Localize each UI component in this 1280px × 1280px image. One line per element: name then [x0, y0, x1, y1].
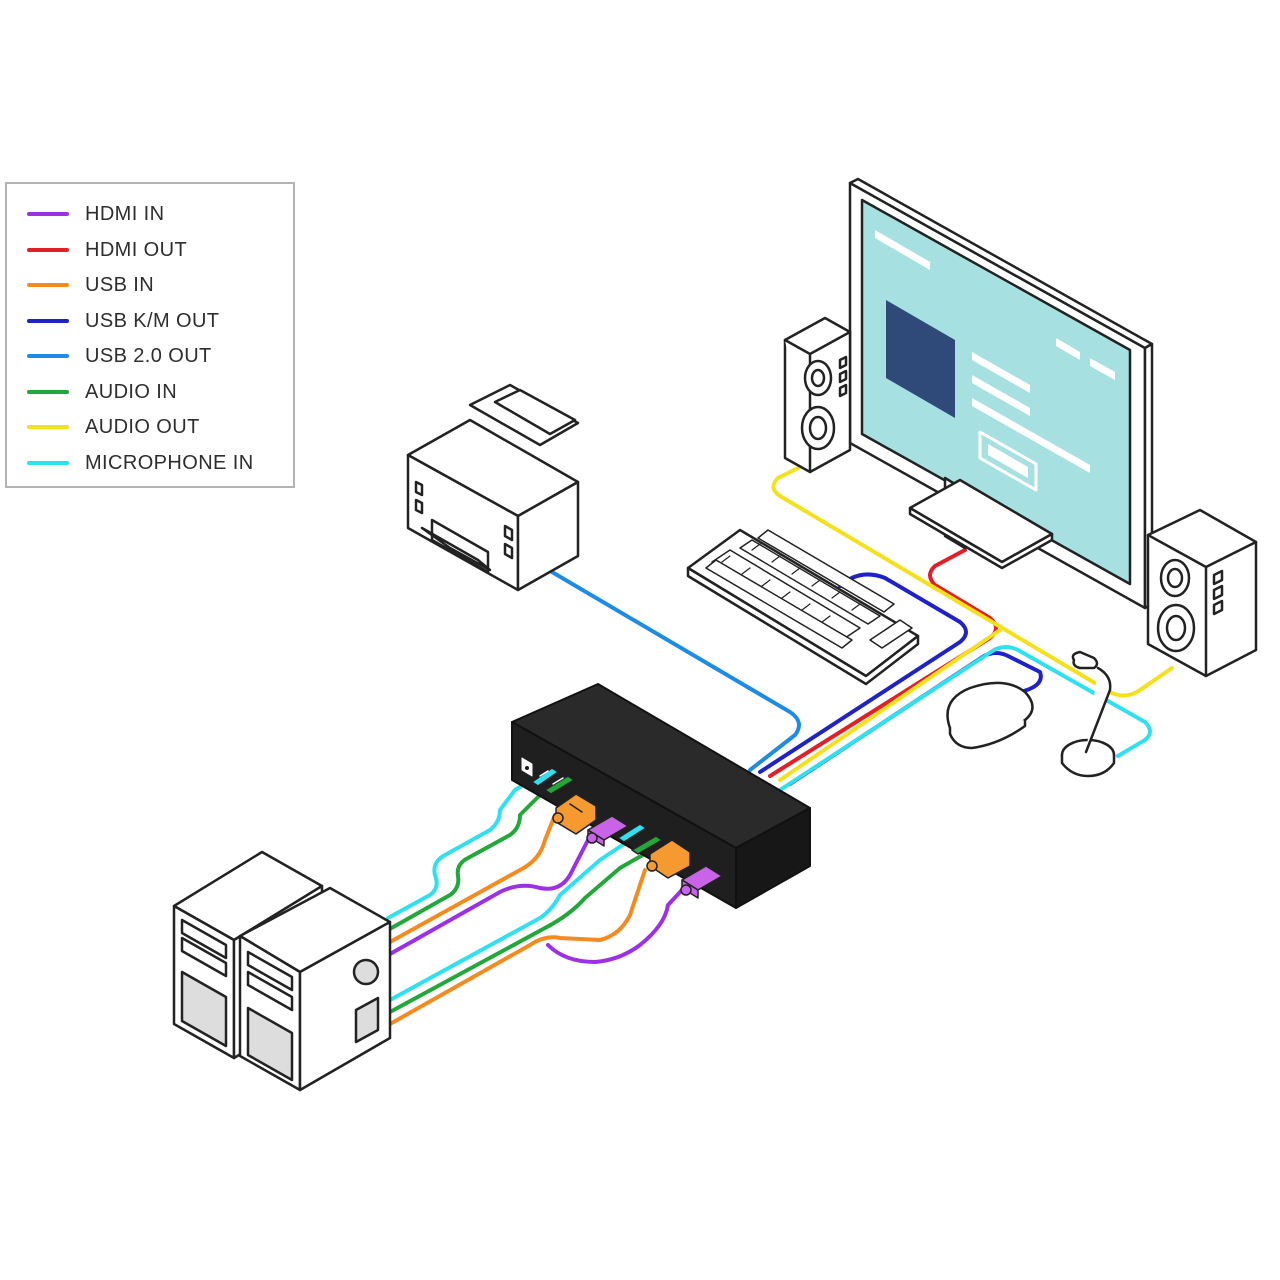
- mouse: [946, 681, 1034, 750]
- legend-label: USB 2.0 OUT: [85, 344, 212, 367]
- legend-label: AUDIO IN: [85, 380, 178, 403]
- legend-swatch: [27, 319, 69, 323]
- screen-ui-elements: [875, 230, 1115, 492]
- legend-item-hdmi-in: HDMI IN: [27, 202, 164, 226]
- cable-hdmi-in-pc2: [546, 888, 684, 964]
- cable-usb-in-pc2: [388, 868, 647, 1026]
- cable-usb20-out-printer: [550, 570, 801, 772]
- cable-audio-out-speakers: [771, 460, 1174, 782]
- cable-legend: HDMI IN HDMI OUT USB IN USB K/M OUT USB …: [5, 182, 295, 488]
- cable-hdmi-in-pc1: [388, 838, 590, 956]
- microphone: [1060, 650, 1116, 778]
- legend-item-usb-in: USB IN: [27, 273, 154, 297]
- legend-label: MICROPHONE IN: [85, 451, 254, 474]
- cable-microphone-in: [778, 645, 1152, 792]
- legend-item-microphone-in: MICROPHONE IN: [27, 451, 254, 475]
- cable-audio-in-pc1: [386, 783, 567, 932]
- speaker-left: [783, 316, 852, 474]
- kvm-switch: [511, 683, 811, 909]
- legend-swatch: [27, 461, 69, 465]
- legend-swatch: [27, 354, 69, 358]
- legend-swatch: [27, 212, 69, 216]
- speaker-right: [1146, 508, 1258, 678]
- legend-item-hdmi-out: HDMI OUT: [27, 238, 187, 262]
- legend-swatch: [27, 248, 69, 252]
- printer: [406, 383, 580, 592]
- cable-usbkm-out-keyboard: [758, 572, 968, 774]
- cable-audio-in-pc2: [388, 846, 657, 1014]
- cable-microphone-in-pc1: [386, 773, 542, 920]
- legend-swatch: [27, 425, 69, 429]
- legend-label: HDMI IN: [85, 202, 165, 225]
- legend-swatch: [27, 390, 69, 394]
- cable-microphone-in-pc2: [388, 838, 632, 1002]
- legend-label: AUDIO OUT: [85, 415, 200, 438]
- legend-item-audio-in: AUDIO IN: [27, 380, 177, 404]
- kvm-connectors: [531, 767, 723, 899]
- legend-swatch: [27, 283, 69, 287]
- legend-label: USB K/M OUT: [85, 309, 220, 332]
- legend-item-usb20-out: USB 2.0 OUT: [27, 344, 212, 368]
- computer-2: [238, 886, 392, 1092]
- legend-item-usb-km-out: USB K/M OUT: [27, 309, 219, 333]
- keyboard: [686, 528, 920, 686]
- legend-label: USB IN: [85, 273, 155, 296]
- legend-label: HDMI OUT: [85, 238, 188, 261]
- legend-item-audio-out: AUDIO OUT: [27, 415, 200, 439]
- cable-usb-in-pc1: [388, 813, 557, 944]
